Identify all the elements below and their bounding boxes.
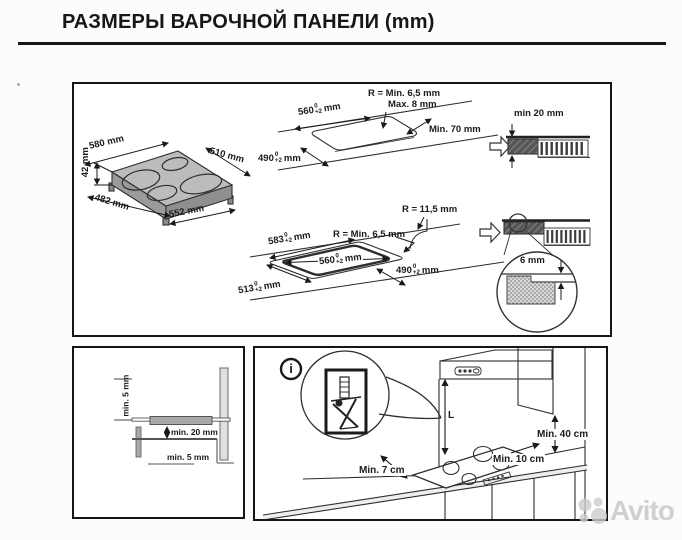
front-panel-section: [135, 426, 142, 458]
page-title: РАЗМЕРЫ ВАРОЧНОЙ ПАНЕЛИ (mm): [62, 11, 435, 33]
flush-section-drawing: [479, 213, 591, 333]
avito-logo-icon: [578, 497, 607, 524]
insert-direction-arrow-icon: [489, 135, 511, 158]
recess-detail: [497, 273, 577, 305]
kitchen-clearance-panel: i L Min. 40 cm Min. 10 cm Min. 7 cm: [253, 346, 608, 521]
standard-cutout-dimension-lines: [294, 111, 432, 167]
info-symbol-label: i: [289, 361, 293, 376]
info-callout: [279, 350, 442, 440]
worktop-section-block: [507, 138, 539, 155]
insert-direction-arrow-icon: [479, 221, 501, 244]
hood-controls: [454, 366, 482, 376]
corner-radius-label: R = Min. 6,5 mm: [368, 88, 441, 99]
right-clearance-label: Min. 10 cm: [492, 454, 546, 465]
scan-artifact-dot: [17, 83, 20, 86]
info-icon: [279, 357, 303, 381]
manual-figure-icon: [330, 376, 362, 430]
hob-dimension-lines: [84, 141, 251, 227]
hob-control-strip: [482, 471, 512, 486]
counter-front-edge: [262, 464, 588, 516]
flush-outer-radius-label: R = 11,5 mm: [402, 204, 458, 215]
kitchen-clearance-drawing: [262, 348, 588, 519]
hob-height-label: 42 mm: [79, 147, 91, 178]
hob-section: [149, 416, 213, 425]
detail-marker-circle: [508, 213, 528, 233]
front-clearance-label: Min. 7 cm: [358, 465, 406, 476]
gap-top-label: min. 5 mm: [120, 374, 131, 417]
cabinet-clearance-label: Min. 40 cm: [536, 429, 590, 440]
gap-bottom-label: min. 5 mm: [167, 452, 210, 462]
wall-section: [219, 367, 229, 461]
recess-depth-label: 6 mm: [520, 255, 545, 266]
hood-top: [439, 349, 553, 362]
hob-underside-ribs: [543, 227, 591, 246]
title-divider: [18, 42, 666, 45]
side-clearance-panel: min. 5 mm min. 20 mm min. 5 mm: [72, 346, 245, 519]
rear-distance-label: Min. 70 mm: [429, 124, 481, 135]
hood-distance-label: L: [447, 410, 456, 421]
hob-underside-ribs: [537, 139, 590, 158]
gap-below-label: min. 20 mm: [171, 427, 218, 437]
clearance-below-label: min 20 mm: [514, 108, 564, 119]
side-clearance-drawing: [114, 367, 234, 465]
standard-section-drawing: [489, 124, 590, 168]
avito-watermark: Avito: [570, 494, 675, 528]
watermark-brand: Avito: [610, 495, 675, 526]
manual-figure-frame: [324, 368, 368, 435]
flush-inner-radius-label: R = Min. 6,5 mm: [333, 229, 406, 240]
wall-cabinet: [517, 348, 554, 415]
cutout-dimensions-drawing: [84, 100, 591, 333]
corner-radius-max-label: Max. 8 mm: [388, 99, 437, 110]
hood-body: [439, 360, 553, 380]
